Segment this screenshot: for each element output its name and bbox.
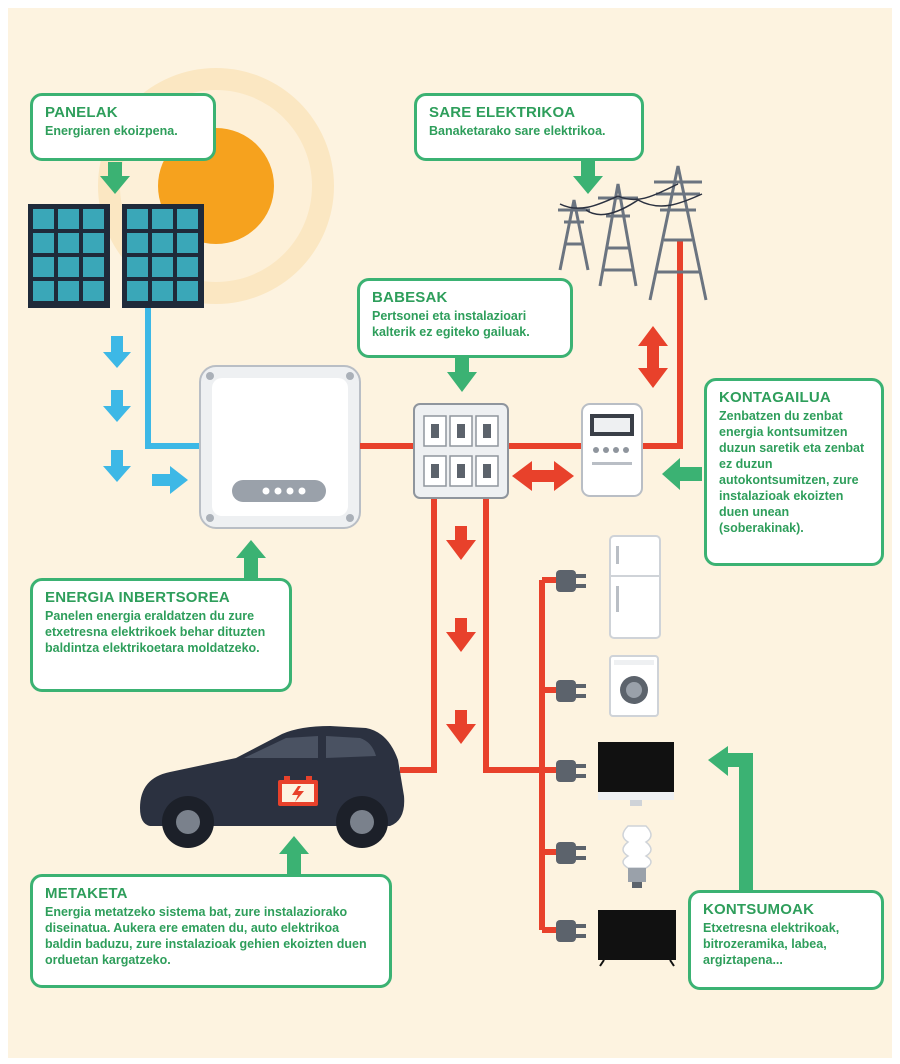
kontsumoak-box: KONTSUMOAK Etxetresna elektrikoak, bitro… xyxy=(688,890,884,990)
inbertsorea-box: ENERGIA INBERTSOREA Panelen energia eral… xyxy=(30,578,292,692)
battery-icon xyxy=(278,776,318,806)
kontsumoak-desc: Etxetresna elektrikoak, bitrozeramika, l… xyxy=(703,921,840,967)
tv-icon xyxy=(598,910,676,967)
kontsumoak-title: KONTSUMOAK xyxy=(703,901,815,918)
blue-arrows xyxy=(103,336,188,494)
metaketa-title: METAKETA xyxy=(45,885,128,902)
power-tower-icon xyxy=(558,165,708,301)
sare-desc: Banaketarako sare elektrikoa. xyxy=(429,124,606,138)
panelak-desc: Energiaren ekoizpena. xyxy=(45,124,178,138)
arrow-down-icon xyxy=(100,162,130,194)
kontagailua-title: KONTAGAILUA xyxy=(719,389,831,406)
inbertsorea-title: ENERGIA INBERTSOREA xyxy=(45,589,230,606)
car-icon xyxy=(140,726,405,848)
meter-icon xyxy=(581,403,643,497)
fridge-icon xyxy=(609,535,661,639)
monitor-icon xyxy=(598,742,674,806)
metaketa-box: METAKETA Energia metatzeko sistema bat, … xyxy=(30,874,392,988)
washing-machine-icon xyxy=(609,655,659,717)
inverter-icon xyxy=(199,365,361,529)
inbertsorea-desc: Panelen energia eraldatzen du zure etxet… xyxy=(45,609,266,655)
breaker-box-icon xyxy=(413,403,509,499)
bulb-icon xyxy=(622,825,652,888)
green-arrows xyxy=(236,160,753,892)
red-arrows xyxy=(446,326,668,744)
sare-title: SARE ELEKTRIKOA xyxy=(429,104,576,121)
metaketa-desc: Energia metatzeko sistema bat, zure inst… xyxy=(45,905,367,967)
babesak-desc: Pertsonei eta instalazioari kalterik ez … xyxy=(372,309,530,339)
kontagailua-box: KONTAGAILUA Zenbatzen du zenbat energia … xyxy=(704,378,884,566)
sare-box: SARE ELEKTRIKOA Banaketarako sare elektr… xyxy=(414,93,644,161)
panelak-title: PANELAK xyxy=(45,104,118,121)
plug-icon xyxy=(556,570,586,942)
solar-panel-icon xyxy=(28,204,204,308)
babesak-box: BABESAK Pertsonei eta instalazioari kalt… xyxy=(357,278,573,358)
panelak-box: PANELAK Energiaren ekoizpena. xyxy=(30,93,216,161)
kontagailua-desc: Zenbatzen du zenbat energia kontsumitzen… xyxy=(719,409,865,535)
babesak-title: BABESAK xyxy=(372,289,448,306)
